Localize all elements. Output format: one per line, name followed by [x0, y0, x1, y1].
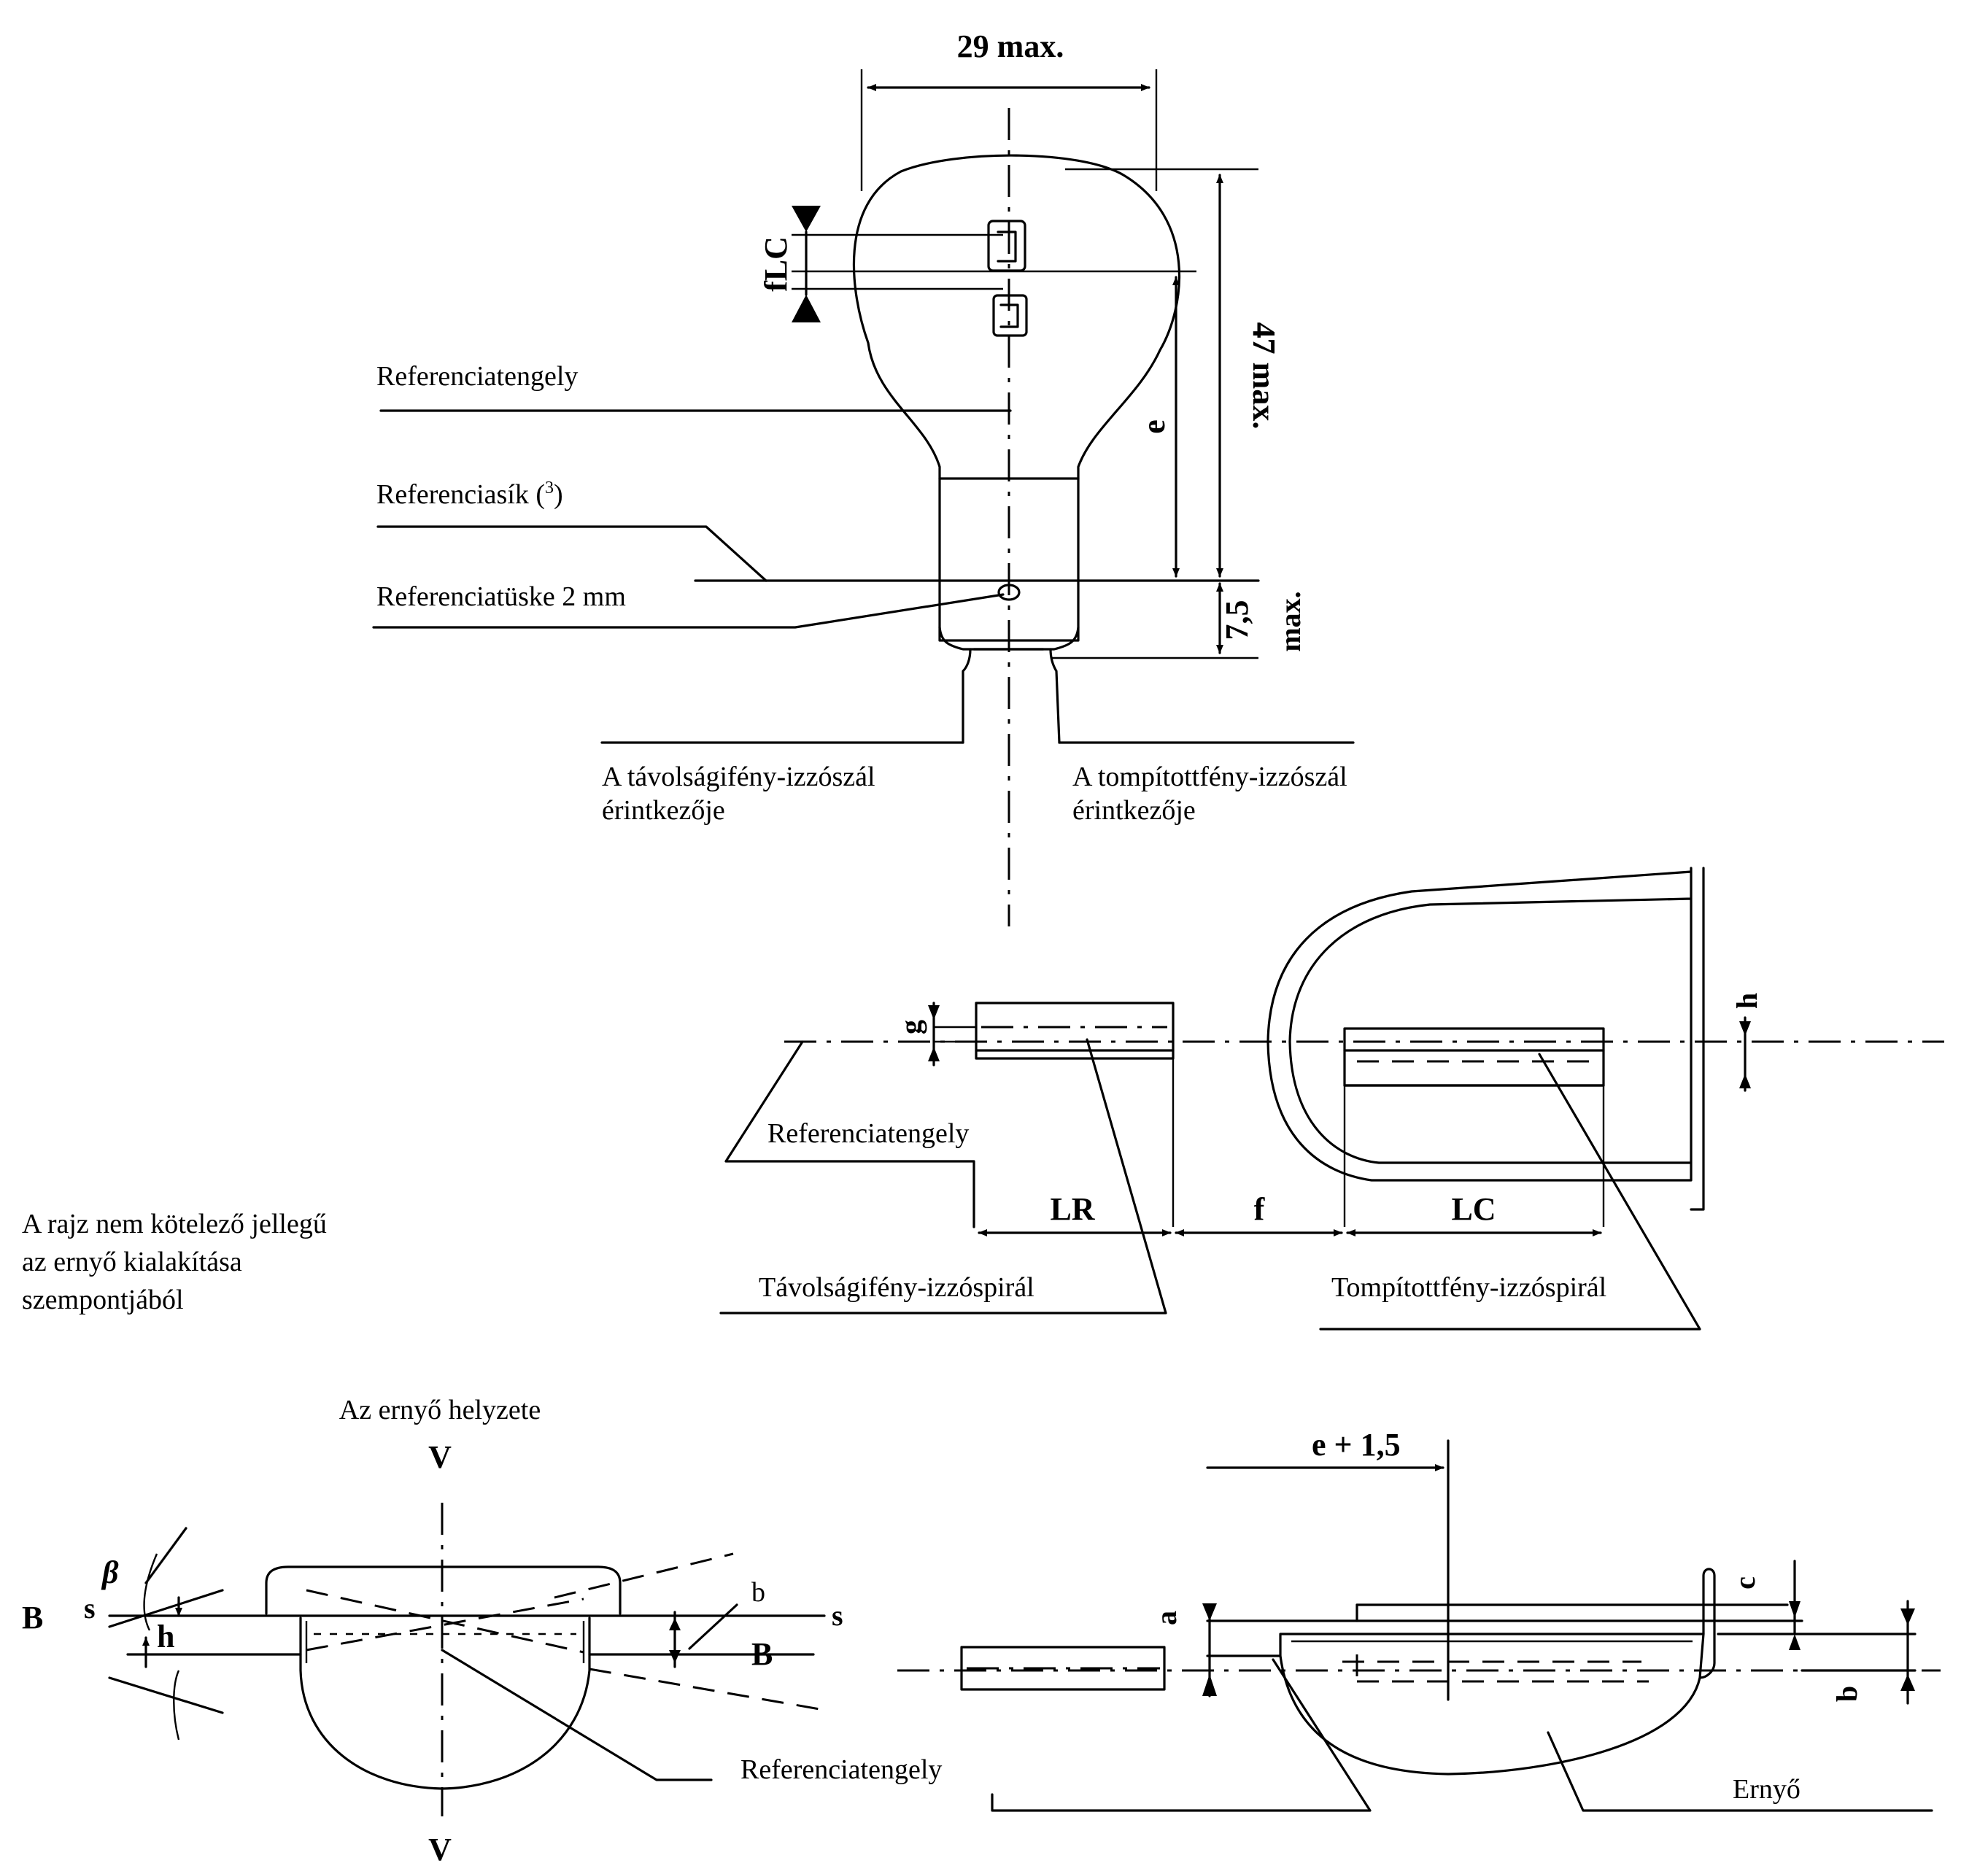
- dim-lr-label: LR: [1050, 1191, 1095, 1227]
- dim-height-label: 47 max.: [1246, 322, 1282, 430]
- label-main-contact-2: érintkezője: [602, 795, 725, 826]
- dipped-beam-contact: [1049, 648, 1061, 744]
- label-dip-contact-2: érintkezője: [1072, 795, 1196, 826]
- label-ref-axis-front: Referenciatengely: [740, 1754, 942, 1785]
- label-ref-axis-top: Referenciatengely: [376, 361, 578, 392]
- h-label-front: h: [157, 1619, 174, 1654]
- coil-side-view: g h LR f LC: [719, 867, 1944, 1331]
- shield-bowl-front: [299, 1616, 591, 1790]
- filament: [987, 220, 1028, 337]
- shield-front-view: [108, 1503, 829, 1816]
- bulb-top-view: 29 max. fLC e: [372, 28, 1355, 926]
- label-dip-contact-1: A tompítottfény-izzószál: [1072, 762, 1347, 792]
- label-dip-coil: Tompítottfény-izzóspirál: [1331, 1272, 1606, 1303]
- axis-b-left-label: B: [22, 1600, 43, 1635]
- main-coil-shield-view: [960, 1646, 1166, 1691]
- dim-lc-label: LC: [1451, 1191, 1496, 1227]
- main-beam-coil: [975, 1002, 1175, 1060]
- shield-side-view: a c b: [897, 1439, 1941, 1812]
- axis-s-right-label: s: [832, 1599, 843, 1632]
- dim-b-label-side: b: [1830, 1686, 1863, 1702]
- shield-outline-side: [1266, 867, 1705, 1211]
- shield-front-title: Az ernyő helyzete: [339, 1395, 541, 1425]
- shield-bowl-side: [1279, 1633, 1705, 1776]
- note-line-1: A rajz nem kötelező jellegű: [22, 1209, 327, 1239]
- label-ref-pin: Referenciatüske 2 mm: [376, 581, 626, 612]
- axis-b-right-label: B: [751, 1636, 773, 1672]
- lamp-cap: [938, 477, 1080, 642]
- dim-f-label: f: [1254, 1191, 1266, 1227]
- beta-label: β: [101, 1554, 119, 1590]
- dim-flc-label: fLC: [758, 236, 794, 292]
- dim-75-suffix: max.: [1274, 591, 1307, 651]
- dim-a-label: a: [1150, 1611, 1183, 1625]
- glass-bulb: [852, 154, 1181, 480]
- label-shield: Ernyő: [1733, 1774, 1801, 1805]
- label-main-coil: Távolságifény-izzóspirál: [759, 1272, 1034, 1303]
- label-ref-plane: Referenciasík (3): [376, 479, 563, 510]
- dim-e-label: e: [1136, 419, 1172, 434]
- main-beam-contact: [962, 648, 972, 744]
- axis-v-top-label: V: [428, 1439, 452, 1475]
- b-label-front: b: [751, 1577, 765, 1608]
- dim-c-label: c: [1728, 1576, 1761, 1590]
- axis-v-bottom-label: V: [428, 1832, 452, 1867]
- dim-75-label: 7,5: [1219, 600, 1255, 640]
- dipped-beam-coil: [1343, 1027, 1605, 1087]
- dim-h-label: h: [1730, 993, 1763, 1009]
- reference-pin: [997, 584, 1021, 601]
- dim-g-label: g: [894, 1020, 927, 1034]
- label-ref-axis-side: Referenciatengely: [767, 1118, 969, 1149]
- note-line-3: szempontjából: [22, 1285, 184, 1315]
- dim-width-label: 29 max.: [957, 28, 1064, 64]
- dim-e15-label: e + 1,5: [1312, 1427, 1401, 1463]
- note-line-2: az ernyő kialakítása: [22, 1247, 242, 1277]
- axis-s-left-label: s: [84, 1592, 96, 1625]
- label-main-contact-1: A távolságifény-izzószál: [602, 762, 875, 792]
